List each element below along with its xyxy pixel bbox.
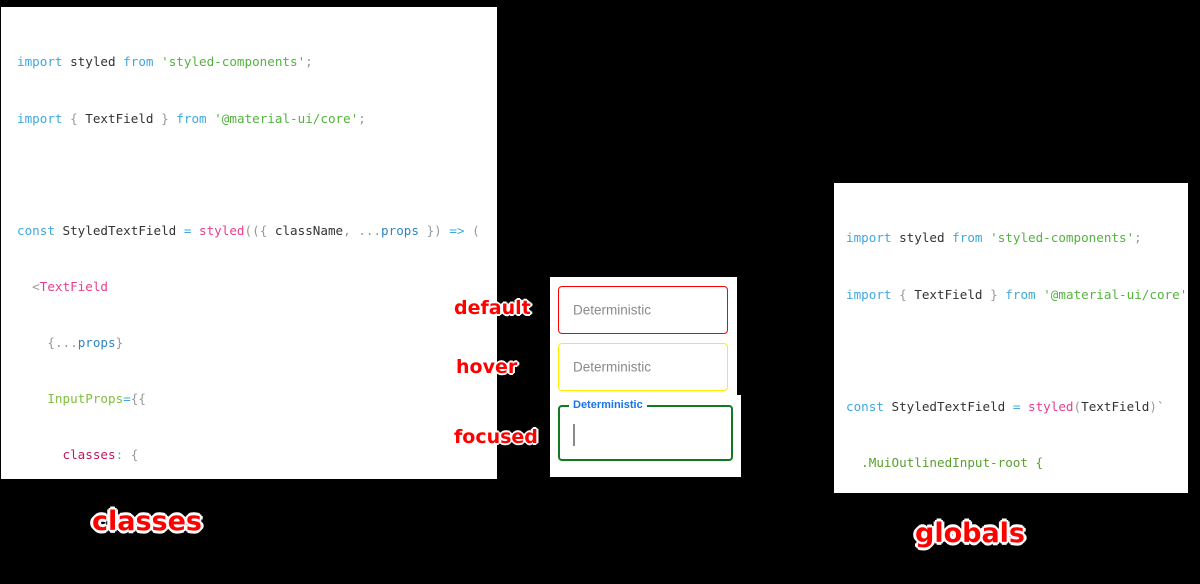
textfield-focused-label: Deterministic xyxy=(573,399,643,411)
annotation-hover: hover xyxy=(456,356,518,378)
caption-classes: classes xyxy=(92,506,203,537)
demo-panel-bottom: Deterministic xyxy=(550,395,741,477)
annotation-default: default xyxy=(454,297,531,319)
textfield-focused[interactable]: Deterministic xyxy=(558,399,733,461)
code-line: InputProps={{ xyxy=(47,390,146,406)
code-line: <TextField xyxy=(32,278,109,294)
code-line xyxy=(17,166,497,185)
code-line: .MuiOutlinedInput-root { xyxy=(846,454,1044,470)
annotation-focused: focused xyxy=(454,426,538,448)
code-line: import { TextField } from '@material-ui/… xyxy=(17,110,366,126)
caption-globals: globals xyxy=(915,518,1026,549)
code-line: const StyledTextField = styled(({ classN… xyxy=(17,222,480,238)
text-caret xyxy=(573,424,575,446)
code-line: {...props} xyxy=(47,334,124,350)
textfield-hover[interactable]: Deterministic xyxy=(558,343,728,391)
textfield-hover-placeholder: Deterministic xyxy=(573,359,652,375)
code-block-globals[interactable]: import styled from 'styled-components'; … xyxy=(846,192,1188,493)
code-panel-globals: import styled from 'styled-components'; … xyxy=(834,183,1188,493)
code-line: import styled from 'styled-components'; xyxy=(846,230,1142,246)
demo-panel-top: Deterministic Deterministic xyxy=(550,277,737,395)
textfield-default-placeholder: Deterministic xyxy=(573,302,652,318)
code-line: import styled from 'styled-components'; xyxy=(17,54,313,70)
code-panel-classes: import styled from 'styled-components'; … xyxy=(1,7,497,479)
code-line: classes: { xyxy=(62,447,139,463)
code-line: import { TextField } from '@material-ui/… xyxy=(846,286,1188,302)
textfield-default[interactable]: Deterministic xyxy=(558,286,728,334)
code-line: const StyledTextField = styled(TextField… xyxy=(846,398,1165,414)
notched-outline-gap xyxy=(569,405,647,407)
code-line xyxy=(846,342,1188,361)
code-block-classes[interactable]: import styled from 'styled-components'; … xyxy=(17,16,497,479)
